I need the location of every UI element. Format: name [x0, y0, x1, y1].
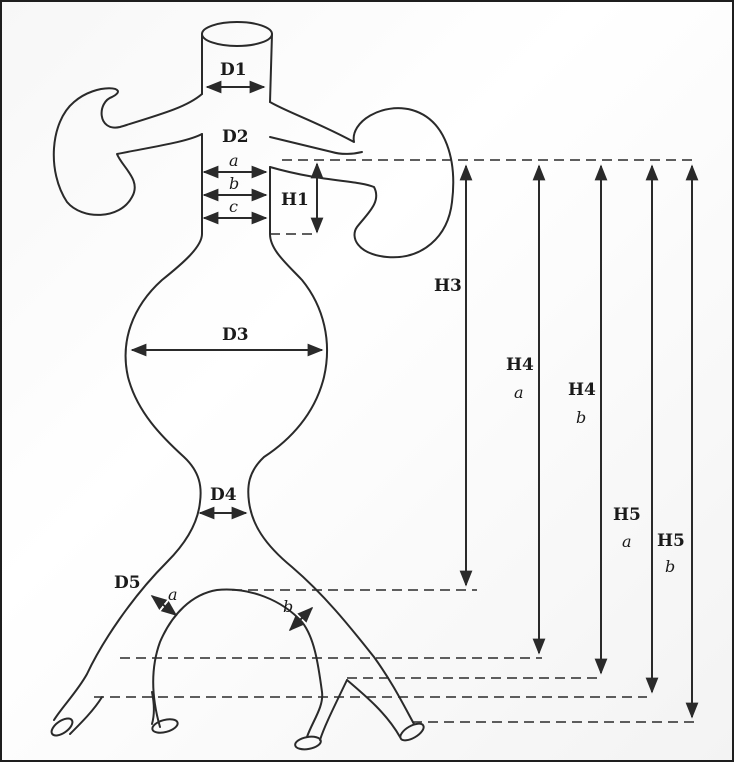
label-d5-b: b — [283, 597, 293, 616]
right-internal-iliac-end — [294, 679, 348, 751]
label-h5b-sub: b — [665, 557, 675, 576]
aorta-right-wall — [247, 166, 415, 725]
label-h3: H3 — [434, 276, 462, 296]
label-d2-c: c — [229, 197, 238, 216]
label-h1: H1 — [281, 190, 309, 210]
label-h5a: H5 — [613, 505, 641, 525]
label-h4a: H4 — [506, 355, 534, 375]
d5b-arrow — [288, 606, 314, 632]
left-internal-iliac-end — [151, 691, 179, 734]
reference-lines — [94, 159, 697, 723]
label-h5b: H5 — [657, 531, 685, 551]
bifurcation-inner — [152, 588, 324, 738]
label-d5: D5 — [114, 573, 141, 593]
label-d5-a: a — [168, 585, 178, 604]
aorta-left-wall — [53, 133, 203, 721]
label-d1: D1 — [220, 60, 247, 80]
label-d2-a: a — [229, 151, 239, 170]
label-h4b-sub: b — [576, 408, 586, 427]
label-d2: D2 — [222, 127, 249, 147]
label-d3: D3 — [222, 325, 249, 345]
right-iliac-end — [346, 679, 425, 742]
right-kidney — [269, 101, 455, 259]
d5a-arrow — [150, 595, 178, 616]
label-d2-b: b — [229, 174, 239, 193]
left-iliac-end — [50, 696, 103, 737]
label-h4b: H4 — [568, 380, 596, 400]
aorta-top — [201, 21, 273, 103]
label-h4a-sub: a — [514, 383, 524, 402]
left-kidney — [52, 87, 203, 216]
label-h5a-sub: a — [622, 532, 632, 551]
label-d4: D4 — [210, 485, 237, 505]
